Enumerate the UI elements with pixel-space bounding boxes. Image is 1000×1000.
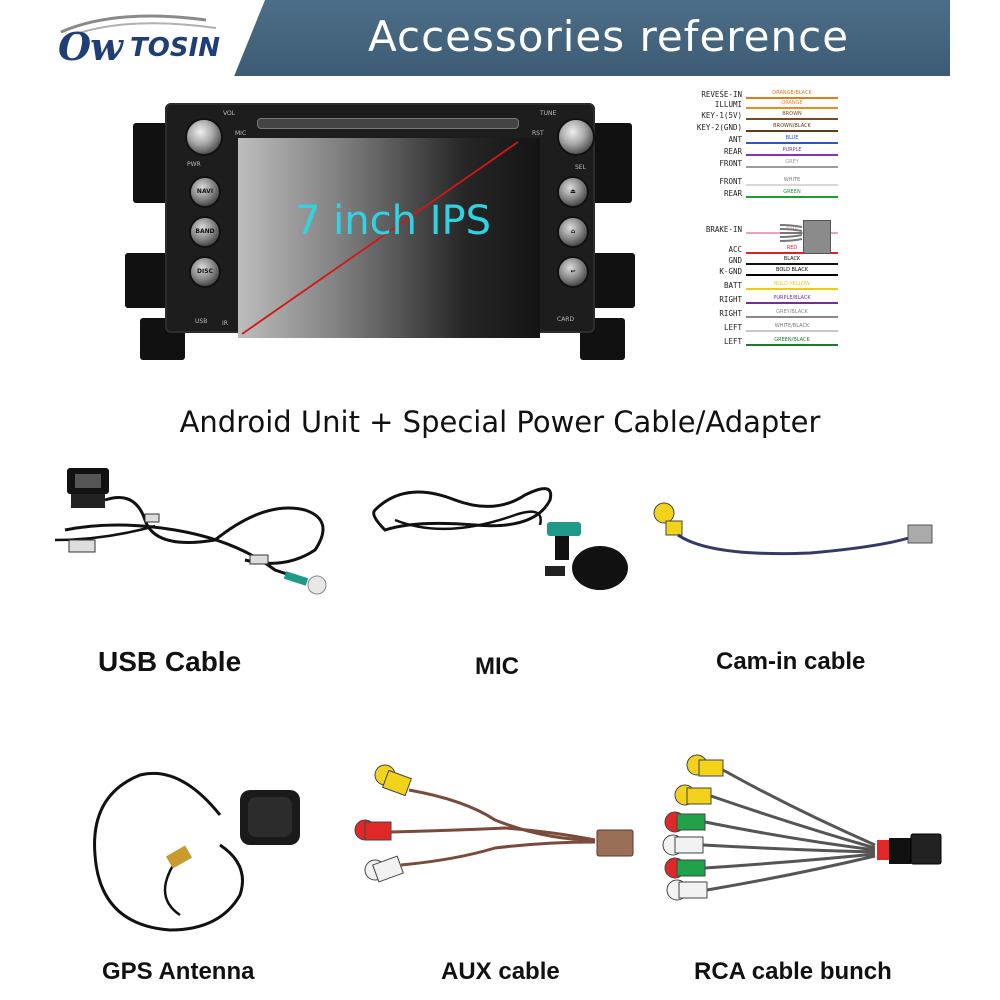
wire-line — [746, 154, 838, 156]
wire-line — [746, 118, 838, 120]
wire-pin-label: REVESE-IN — [701, 90, 742, 99]
card-label: CARD — [557, 316, 575, 323]
wire-line — [746, 184, 838, 186]
wire-pin-label: K-GND — [719, 267, 742, 276]
wire-pin-label: LEFT — [723, 337, 742, 346]
wire-color-label: GREEN — [783, 189, 801, 195]
logo-main-text: Ow — [58, 24, 123, 69]
usb-label: USB — [195, 318, 208, 325]
head-unit-image: 7 inch IPS VOL MIC PWR USB IR TUNE RST S… — [125, 88, 635, 363]
mic-label: MIC — [475, 653, 519, 680]
display-screen — [238, 138, 540, 338]
wire-line — [746, 166, 838, 168]
wire-color-label: GREY — [785, 159, 799, 165]
wire-pin-label: KEY-1(5V) — [701, 111, 742, 120]
eject-icon: ⏏ — [557, 176, 589, 208]
ir-label: IR — [222, 320, 228, 327]
cam-in-cable-label: Cam-in cable — [716, 648, 866, 675]
wire-pin-label: REAR — [723, 147, 742, 156]
home-icon: ⌂ — [557, 216, 589, 248]
wire-color-label: PINK — [786, 225, 798, 231]
wire-pin-label: BATT — [723, 281, 742, 290]
wire-pin-label: KEY-2(GND) — [696, 123, 742, 132]
wire-color-label: BOLD YELLOW — [774, 281, 810, 287]
wire-line — [746, 263, 838, 265]
tune-label: TUNE — [540, 110, 557, 117]
page-title: Accessories reference — [368, 12, 850, 61]
cam-in-cable-image — [653, 502, 933, 556]
wire-color-label: ORANGE — [781, 100, 803, 106]
wire-line — [746, 316, 838, 318]
wire-color-label: PURPLE — [782, 147, 802, 153]
wire-color-label: WHITE/BLACK — [774, 323, 810, 329]
wire-line — [746, 274, 838, 276]
wiring-diagram: REVESE-IN ORANGE/BLACK ILLUMI ORANGE KEY-1(5… — [690, 88, 850, 388]
rca-cable-bunch-image — [662, 754, 942, 901]
logo — [45, 0, 265, 76]
wire-color-label: RED — [786, 245, 798, 251]
wire-line — [746, 130, 838, 132]
gps-antenna-image — [93, 771, 300, 932]
aux-cable-label: AUX cable — [441, 958, 560, 985]
volume-knob — [185, 118, 223, 156]
wire-pin-label: FRONT — [719, 177, 742, 186]
header: Ow TOSIN Accessories reference — [0, 0, 1000, 78]
wire-color-label: BROWN — [782, 111, 802, 117]
wire-line — [746, 344, 838, 346]
wire-pin-label: RIGHT — [719, 309, 742, 318]
wire-line — [746, 252, 838, 254]
wire-color-label: ORANGE/BLACK — [772, 90, 812, 96]
logo-sub-text: TOSIN — [130, 33, 220, 63]
wire-line — [746, 107, 838, 109]
diagonal-line — [241, 141, 519, 335]
wire-line — [746, 302, 838, 304]
navi-button: NAVI — [189, 176, 221, 208]
disc-slot — [257, 118, 519, 129]
logo-car-swoosh — [60, 14, 217, 35]
wire-color-label: GREY/BLACK — [776, 309, 808, 315]
wire-color-label: BOLD BLACK — [776, 267, 808, 273]
gps-antenna-label: GPS Antenna — [102, 958, 255, 985]
aux-cable-image — [354, 764, 634, 883]
power-connector — [803, 220, 831, 254]
rst-label: RST — [532, 130, 544, 137]
wire-pin-label: ACC — [728, 245, 742, 254]
wire-line — [746, 142, 838, 144]
usb-cable-image — [54, 468, 327, 595]
wire-color-label: BROWN/BLACK — [773, 123, 811, 129]
wire-line — [746, 97, 838, 99]
right-bracket-mid — [587, 253, 635, 308]
wire-line — [746, 196, 838, 198]
wire-pin-label: GND — [728, 256, 742, 265]
wire-color-label: GREEN/BLACK — [774, 337, 810, 343]
usb-cable-label: USB Cable — [98, 646, 242, 677]
wire-color-label: BLACK — [783, 256, 801, 262]
wire-pin-label: REAR — [723, 189, 742, 198]
wire-line — [746, 330, 838, 332]
section-title: Android Unit + Special Power Cable/Adapt… — [179, 405, 821, 439]
sel-label: SEL — [575, 164, 586, 171]
back-icon: ↩ — [557, 256, 589, 288]
screen-size-label: 7 inch IPS — [295, 198, 491, 244]
wire-color-label: WHITE — [783, 177, 801, 183]
wire-color-label: BLUE — [785, 135, 799, 141]
wire-pin-label: RIGHT — [719, 295, 742, 304]
disc-button: DISC — [189, 256, 221, 288]
wire-pin-label: BRAKE-IN — [705, 225, 742, 234]
pwr-label: PWR — [187, 161, 201, 168]
wire-pin-label: ANT — [728, 135, 742, 144]
mic-label: MIC — [235, 130, 247, 137]
mic-image — [372, 487, 628, 590]
wire-pin-label: ILLUMI — [714, 100, 742, 109]
wire-pin-label: FRONT — [719, 159, 742, 168]
tune-knob — [557, 118, 595, 156]
wire-bundle — [779, 224, 803, 242]
wire-pin-label: LEFT — [723, 323, 742, 332]
vol-label: VOL — [223, 110, 236, 117]
wire-line — [746, 288, 838, 290]
wire-color-label: PURPLE/BLACK — [773, 295, 811, 301]
band-button: BAND — [189, 216, 221, 248]
rca-cable-bunch-label: RCA cable bunch — [694, 958, 892, 985]
